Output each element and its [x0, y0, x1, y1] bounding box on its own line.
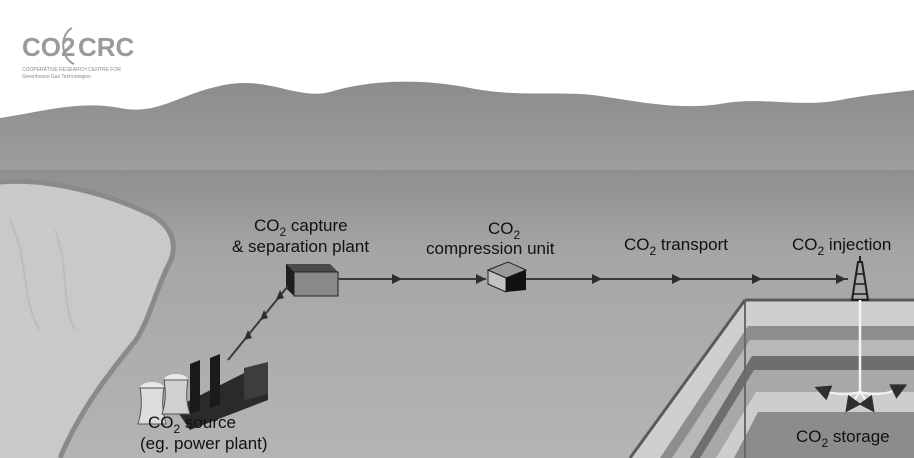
- compression-line2-text: compression unit: [426, 239, 555, 258]
- svg-text:CO2 injection: CO2 injection: [792, 235, 891, 258]
- source-line2-text: (eg. power plant): [140, 434, 268, 453]
- geological-cross-section: [628, 298, 914, 458]
- injection-rest-text: injection: [824, 235, 891, 254]
- source-rest-text: source: [180, 413, 236, 432]
- storage-co-text: CO: [796, 427, 822, 446]
- label-compression: CO2 compression unit: [426, 219, 555, 258]
- capture-rest-text: capture: [286, 216, 347, 235]
- label-capture: CO2 capture & separation plant: [232, 216, 369, 256]
- svg-text:CO2: CO2: [488, 219, 521, 242]
- sea: [0, 181, 174, 458]
- storage-rest-text: storage: [828, 427, 889, 446]
- compression-co-text: CO: [488, 219, 514, 238]
- label-source: CO2 source (eg. power plant): [140, 413, 268, 453]
- logo-swoosh-icon: [62, 27, 75, 65]
- source-sub-text: 2: [174, 422, 181, 436]
- shoreline: [0, 178, 176, 458]
- label-injection: CO2 injection: [792, 235, 891, 258]
- svg-text:CO2 storage: CO2 storage: [796, 427, 890, 450]
- storage-sub-text: 2: [822, 436, 829, 450]
- compression-sub-text: 2: [514, 228, 521, 242]
- capture-plant-icon: [286, 264, 339, 297]
- injection-co-text: CO: [792, 235, 818, 254]
- svg-text:CO2 capture: CO2 capture: [254, 216, 348, 239]
- injection-rig: [814, 256, 908, 413]
- logo-subtitle-line1: COOPERATIVE RESEARCH CENTRE FOR: [22, 67, 121, 73]
- flow-arrows: [227, 274, 848, 361]
- compression-unit-icon: [486, 261, 528, 293]
- capture-co-text: CO: [254, 216, 280, 235]
- transport-rest-text: transport: [656, 235, 728, 254]
- injection-sub-text: 2: [818, 244, 825, 258]
- co2crc-logo: CO2 CRC COOPERATIVE RESEARCH CENTRE FOR …: [22, 27, 135, 80]
- sea-texture: [9, 219, 76, 331]
- transport-sub-text: 2: [650, 244, 657, 258]
- label-storage: CO2 storage: [796, 427, 890, 450]
- logo-subtitle-line2: Greenhouse Gas Technologies: [22, 74, 91, 80]
- logo-brand-right: CRC: [78, 32, 135, 62]
- svg-text:CO2 transport: CO2 transport: [624, 235, 728, 258]
- transport-co-text: CO: [624, 235, 650, 254]
- power-plant-icon: [137, 354, 268, 430]
- capture-sub-text: 2: [280, 225, 287, 239]
- distant-hills: [0, 81, 914, 170]
- svg-text:CO2 source: CO2 source: [148, 413, 236, 436]
- label-transport: CO2 transport: [624, 235, 728, 258]
- source-co-text: CO: [148, 413, 174, 432]
- capture-line2-text: & separation plant: [232, 237, 369, 256]
